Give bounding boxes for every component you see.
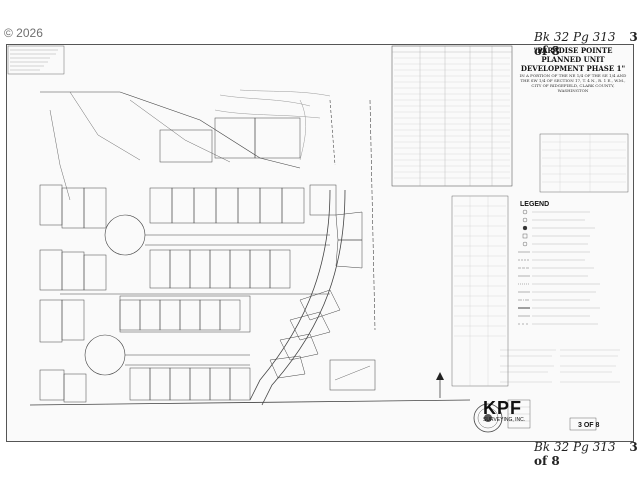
- surveyor-seal: [473, 403, 503, 433]
- surveyor-info-box: [7, 45, 65, 75]
- main-road: [249, 189, 331, 401]
- page-number: Pg 313: [573, 30, 616, 44]
- plat-notes: [500, 349, 620, 383]
- page-number: Pg 313: [573, 440, 616, 454]
- sheet-count: 3 of 8: [534, 30, 638, 58]
- handwritten-reference-top: Bk 32 Pg 313 3 of 8: [534, 30, 640, 58]
- plat-title: "PARADISE POINTE PLANNED UNIT DEVELOPMEN…: [520, 46, 626, 73]
- sheet-box: [569, 417, 597, 431]
- handwritten-reference-bottom: Bk 32 Pg 313 3 of 8: [534, 440, 640, 468]
- title-block: "PARADISE POINTE PLANNED UNIT DEVELOPMEN…: [518, 46, 628, 93]
- curve-table: [451, 195, 509, 387]
- cul-de-sac-south: [84, 334, 126, 376]
- tract-boundary-north: [40, 91, 301, 169]
- south-boundary: [29, 399, 471, 406]
- legend-symbols: [518, 209, 600, 325]
- tract-open-space: [119, 295, 251, 333]
- plat-sheet: [6, 44, 634, 442]
- lot-table: [539, 133, 629, 193]
- cul-de-sac-north: [104, 214, 146, 256]
- surveyor-logo: KPF SURVEYING, INC.: [483, 398, 525, 423]
- surveyor-name: KPF: [483, 398, 522, 418]
- detail-box: [329, 359, 376, 391]
- watermark: © 2026: [4, 26, 43, 40]
- surveyor-tagline: SURVEYING, INC.: [483, 417, 526, 423]
- legend-title: LEGEND: [520, 201, 550, 208]
- sheet-count: 3 of 8: [534, 440, 638, 468]
- sheet-number: 3 OF 8: [578, 422, 600, 429]
- line-table: [391, 45, 513, 187]
- plat-subtitle: IN A PORTION OF THE NE 1/4 OF THE SE 1/4…: [519, 73, 627, 93]
- book-number: Bk 32: [534, 440, 570, 454]
- book-number: Bk 32: [534, 30, 570, 44]
